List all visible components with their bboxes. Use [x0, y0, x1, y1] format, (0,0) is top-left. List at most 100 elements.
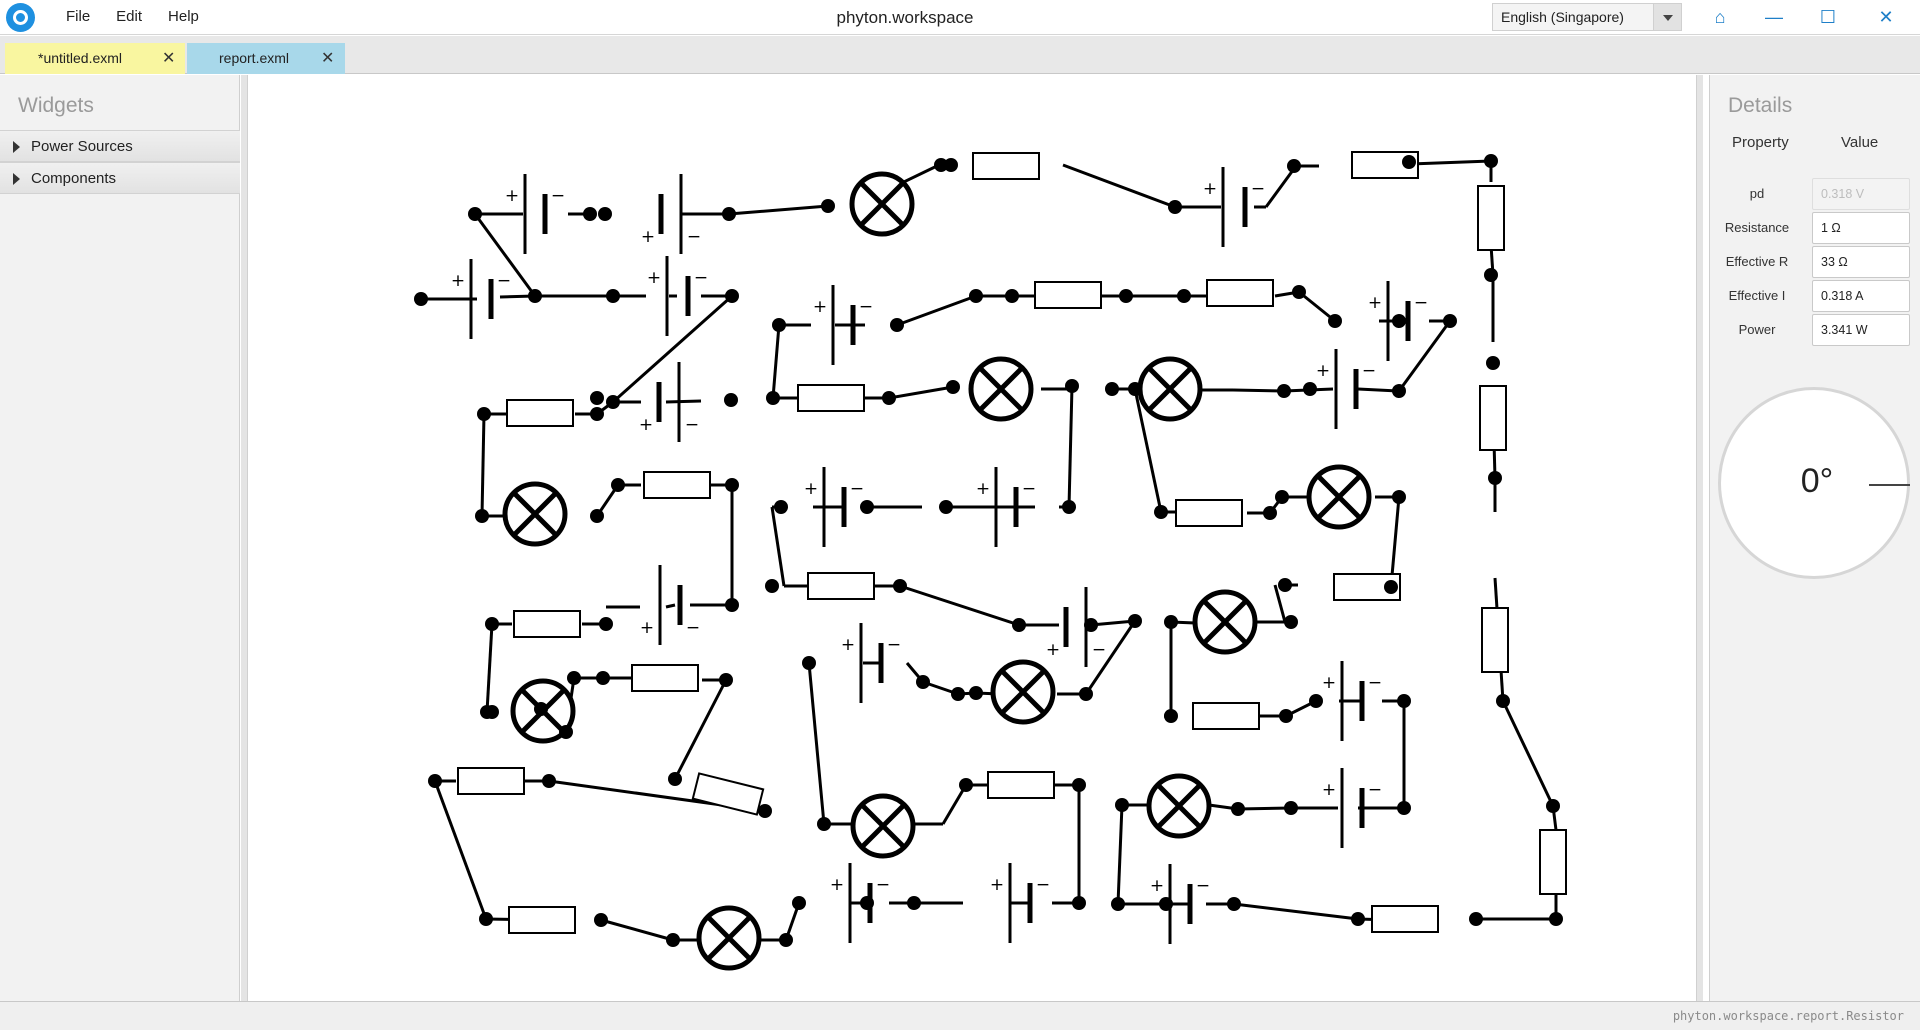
connection-node[interactable]: [1072, 896, 1086, 910]
connection-node[interactable]: [1084, 618, 1098, 632]
connection-node[interactable]: [1231, 802, 1245, 816]
resistor[interactable]: [506, 399, 574, 427]
connection-node[interactable]: [1119, 289, 1133, 303]
connection-node[interactable]: [1277, 384, 1291, 398]
resistor[interactable]: [1477, 185, 1505, 251]
connection-node[interactable]: [882, 391, 896, 405]
connection-node[interactable]: [1284, 615, 1298, 629]
property-value-field[interactable]: 3.341 W: [1812, 314, 1910, 346]
wire[interactable]: [807, 662, 826, 825]
connection-node[interactable]: [428, 774, 442, 788]
minimize-icon[interactable]: —: [1765, 7, 1783, 27]
connection-node[interactable]: [468, 207, 482, 221]
menu-edit[interactable]: Edit: [116, 8, 143, 25]
connection-node[interactable]: [969, 686, 983, 700]
connection-node[interactable]: [1177, 289, 1191, 303]
connection-node[interactable]: [596, 671, 610, 685]
wire[interactable]: [1233, 902, 1359, 921]
resistor[interactable]: [1206, 279, 1274, 307]
wire[interactable]: [485, 623, 494, 713]
connection-node[interactable]: [907, 896, 921, 910]
wire[interactable]: [1116, 804, 1124, 905]
connection-node[interactable]: [1546, 799, 1560, 813]
language-select[interactable]: English (Singapore): [1492, 3, 1682, 31]
connection-node[interactable]: [590, 407, 604, 421]
wire[interactable]: [673, 679, 728, 780]
connection-node[interactable]: [590, 391, 604, 405]
connection-node[interactable]: [1065, 379, 1079, 393]
resistor[interactable]: [1175, 499, 1243, 527]
connection-node[interactable]: [959, 778, 973, 792]
connection-node[interactable]: [969, 289, 983, 303]
wire[interactable]: [1133, 388, 1163, 513]
connection-node[interactable]: [1484, 268, 1498, 282]
resistor[interactable]: [508, 906, 576, 934]
lamp-cross[interactable]: [513, 492, 557, 536]
lamp-cross[interactable]: [1317, 475, 1361, 519]
polarity-label[interactable]: −: [685, 415, 699, 435]
connection-node[interactable]: [821, 199, 835, 213]
connection-node[interactable]: [480, 705, 494, 719]
polarity-label[interactable]: +: [647, 268, 661, 288]
polarity-label[interactable]: −: [1092, 640, 1106, 660]
connection-node[interactable]: [724, 393, 738, 407]
polarity-label[interactable]: +: [990, 875, 1004, 895]
connection-node[interactable]: [666, 933, 680, 947]
connection-node[interactable]: [1105, 382, 1119, 396]
connection-node[interactable]: [802, 656, 816, 670]
connection-node[interactable]: [1392, 384, 1406, 398]
lamp-cross[interactable]: [979, 367, 1023, 411]
connection-node[interactable]: [890, 318, 904, 332]
dial-needle[interactable]: [1869, 484, 1910, 486]
connection-node[interactable]: [946, 380, 960, 394]
polarity-label[interactable]: −: [1414, 293, 1428, 313]
connection-node[interactable]: [722, 207, 736, 221]
accordion-power-sources[interactable]: Power Sources: [0, 130, 240, 162]
polarity-label[interactable]: +: [804, 479, 818, 499]
lamp-cross[interactable]: [860, 182, 904, 226]
polarity-label[interactable]: +: [505, 186, 519, 206]
rotation-dial[interactable]: 0°: [1718, 387, 1910, 579]
connection-node[interactable]: [1154, 505, 1168, 519]
connection-node[interactable]: [1486, 356, 1500, 370]
connection-node[interactable]: [725, 598, 739, 612]
connection-node[interactable]: [1227, 897, 1241, 911]
connection-node[interactable]: [1263, 506, 1277, 520]
connection-node[interactable]: [1384, 580, 1398, 594]
resistor[interactable]: [513, 610, 581, 638]
connection-node[interactable]: [590, 509, 604, 523]
connection-node[interactable]: [1164, 709, 1178, 723]
wire[interactable]: [600, 918, 674, 942]
lamp-cross[interactable]: [1157, 784, 1201, 828]
wire[interactable]: [473, 213, 537, 297]
connection-node[interactable]: [1469, 912, 1483, 926]
connection-node[interactable]: [606, 395, 620, 409]
wire[interactable]: [1389, 496, 1401, 588]
circuit-diagram[interactable]: +−−++−+−+−−++−+−+−+−+−−++−+−+−+−+−+−+−: [248, 75, 1698, 1001]
connection-node[interactable]: [1164, 615, 1178, 629]
wire[interactable]: [665, 603, 676, 609]
menu-file[interactable]: File: [66, 8, 91, 25]
polarity-label[interactable]: +: [1203, 179, 1217, 199]
connection-node[interactable]: [1279, 709, 1293, 723]
connection-node[interactable]: [1488, 471, 1502, 485]
connection-node[interactable]: [893, 579, 907, 593]
connection-node[interactable]: [583, 207, 597, 221]
wire[interactable]: [1237, 806, 1292, 811]
connection-node[interactable]: [1303, 382, 1317, 396]
resistor[interactable]: [987, 771, 1055, 799]
polarity-label[interactable]: +: [1322, 673, 1336, 693]
polarity-label[interactable]: −: [1368, 673, 1382, 693]
connection-node[interactable]: [916, 675, 930, 689]
home-icon[interactable]: ⌂: [1714, 7, 1726, 27]
connection-node[interactable]: [479, 912, 493, 926]
close-icon[interactable]: ✕: [1878, 7, 1894, 27]
wire[interactable]: [1062, 163, 1176, 209]
polarity-label[interactable]: +: [641, 227, 655, 247]
polarity-label[interactable]: −: [1196, 876, 1210, 896]
wire[interactable]: [770, 506, 786, 587]
connection-node[interactable]: [1287, 159, 1301, 173]
lamp-cross[interactable]: [1203, 600, 1247, 644]
resistor[interactable]: [643, 471, 711, 499]
polarity-label[interactable]: +: [639, 415, 653, 435]
